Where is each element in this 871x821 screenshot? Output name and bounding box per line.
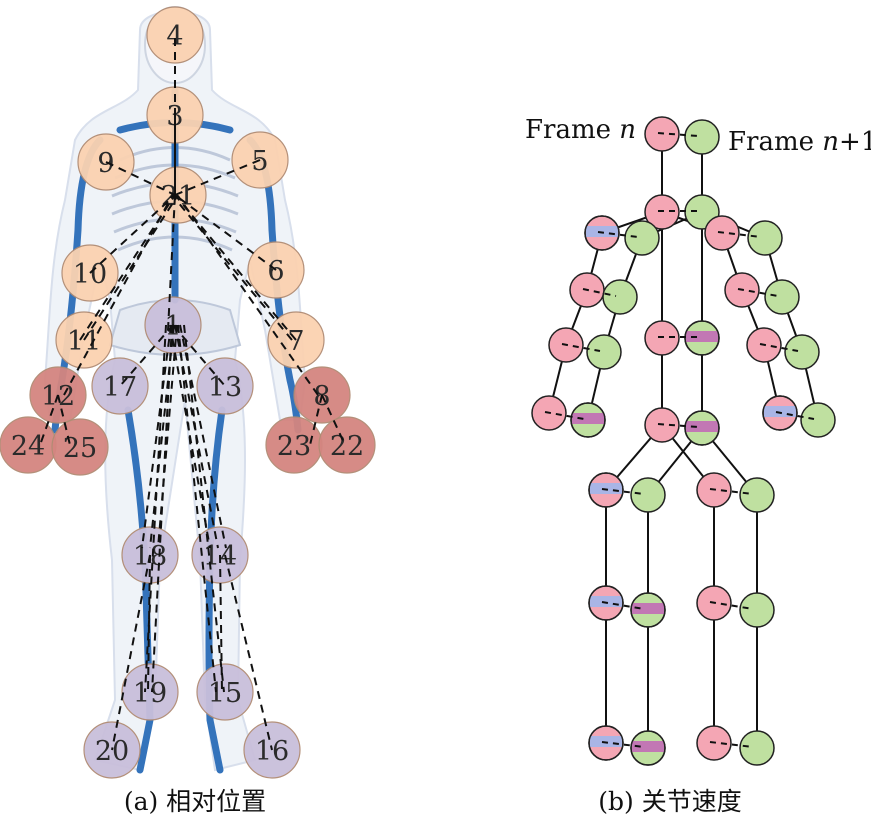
node-circle (739, 730, 775, 766)
joint-label: 7 (287, 326, 304, 357)
joint-label: 15 (208, 678, 242, 709)
node-outline (570, 402, 606, 438)
velocity-band (686, 421, 718, 432)
joint-label: 22 (330, 431, 364, 462)
velocity-link-9 (544, 411, 585, 420)
node-frame-n1-2 (624, 220, 660, 256)
joint-label: 6 (267, 256, 284, 287)
joint-label: 10 (73, 259, 107, 290)
caption-a: (a) 相对位置 (124, 787, 266, 816)
joint-label: 5 (251, 146, 268, 177)
velocity-band (686, 331, 718, 342)
node-frame-n1-8 (684, 320, 720, 356)
node-circle (800, 402, 836, 438)
velocity-link-3 (717, 231, 762, 238)
velocity-link-0 (657, 132, 699, 137)
node-frame-n1-5 (764, 279, 800, 315)
node-frame-n1-15 (739, 592, 775, 628)
joint-label: 23 (277, 431, 311, 462)
node-frame-n1-13 (739, 477, 775, 513)
node-frame-n1-7 (784, 334, 820, 370)
velocity-link-17 (709, 741, 754, 748)
joint-15: 15 (196, 663, 254, 721)
node-frame-n1-10 (800, 402, 836, 438)
joint-4: 4 (146, 6, 204, 64)
velocity-band (764, 406, 796, 417)
joint-label: 16 (255, 736, 289, 767)
node-outline (588, 472, 624, 508)
frame-n1-label: Frame n+1 (728, 127, 871, 157)
velocity-link-2 (597, 231, 639, 238)
node-circle (739, 477, 775, 513)
joint-label: 24 (11, 431, 45, 462)
joint-circle (51, 418, 109, 476)
velocity-band (632, 603, 664, 614)
node-circle (624, 220, 660, 256)
joint-velocity-panel: Frame n Frame n+1 (525, 115, 871, 766)
node-frame-n1-11 (684, 410, 720, 446)
caption-b: (b) 关节速度 (598, 787, 741, 816)
node-outline (588, 585, 624, 621)
joint-23: 23 (265, 416, 323, 474)
joint-25: 25 (51, 418, 109, 476)
joint-19: 19 (121, 663, 179, 721)
node-outline (630, 730, 666, 766)
node-frame-n1-16 (630, 730, 666, 766)
joint-label: 13 (208, 372, 242, 403)
node-circle (747, 220, 783, 256)
joint-label: 4 (166, 21, 183, 52)
node-frame-n1-0 (684, 119, 720, 155)
node-circle (784, 334, 820, 370)
joint-label: 19 (133, 678, 167, 709)
joint-circle (318, 416, 376, 474)
node-frame-n1-6 (586, 334, 622, 370)
joint-17: 17 (91, 357, 149, 415)
joint-label: 11 (67, 326, 101, 357)
velocity-link-11 (657, 423, 699, 428)
node-outline (684, 410, 720, 446)
relative-position-edges (39, 38, 346, 751)
velocity-link-12 (601, 488, 645, 495)
velocity-band (572, 413, 604, 424)
node-outline (630, 592, 666, 628)
velocity-link-15 (709, 601, 754, 610)
node-circle (586, 334, 622, 370)
velocity-band (632, 741, 664, 752)
node-circle (764, 279, 800, 315)
joint-circle (91, 357, 149, 415)
joint-circle (196, 357, 254, 415)
joint-11: 11 (55, 311, 113, 369)
joint-circle (146, 6, 204, 64)
velocity-link-14 (601, 601, 645, 610)
node-frame-n1-14 (630, 592, 666, 628)
node-frame-n1-3 (747, 220, 783, 256)
node-frame-n1-12 (630, 477, 666, 513)
joint-circle (121, 663, 179, 721)
velocity-link-4 (582, 288, 617, 297)
velocity-band (590, 596, 622, 607)
node-circle (630, 477, 666, 513)
frame-n-label: Frame n (525, 115, 636, 145)
node-circle (739, 592, 775, 628)
node-circle (684, 119, 720, 155)
joint-22: 22 (318, 416, 376, 474)
velocity-link-16 (601, 741, 645, 748)
node-outline (584, 215, 620, 251)
velocity-link-5 (737, 288, 779, 297)
node-frame-n1-17 (739, 730, 775, 766)
node-outline (762, 395, 798, 431)
joint-label: 17 (103, 372, 137, 403)
joint-13: 13 (196, 357, 254, 415)
node-frame-n1-4 (602, 279, 638, 315)
node-circle (602, 279, 638, 315)
joint-circle (196, 663, 254, 721)
joint-label: 20 (95, 736, 129, 767)
node-frame-n1-9 (570, 402, 606, 438)
joint-label: 9 (97, 148, 114, 179)
velocity-link-13 (709, 488, 754, 495)
velocity-node-pairs (531, 116, 836, 766)
node-outline (588, 725, 624, 761)
